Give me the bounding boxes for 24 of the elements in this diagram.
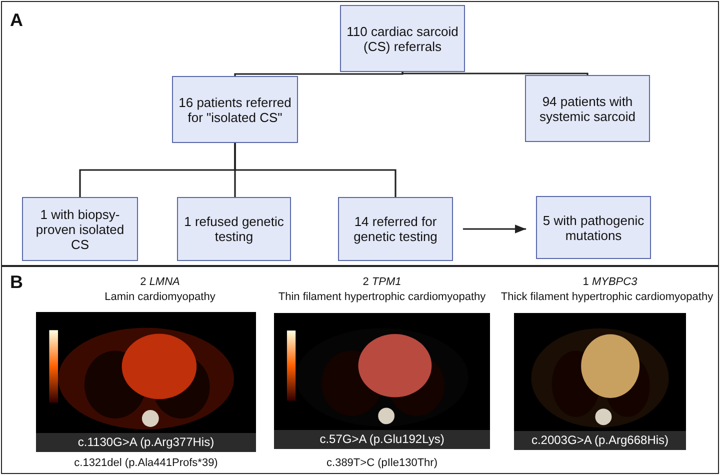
- connector-line: [234, 143, 396, 197]
- panel-heading: Thick filament hypertrophic cardiomyopathy: [500, 291, 714, 303]
- process-box: 14 referred for genetic testing: [338, 197, 453, 261]
- panel-heading: 2 TPM1: [362, 276, 402, 288]
- panel-heading: 2 LMNA: [139, 276, 181, 288]
- connector-line: [402, 72, 588, 76]
- process-box: 1 refused genetic testing: [177, 197, 291, 261]
- mutation-caption: c.1130G>A (p.Arg377His): [36, 433, 256, 452]
- process-box: 110 cardiac sarcoid (CS) referrals: [340, 5, 465, 72]
- process-box: 5 with pathogenic mutations: [536, 196, 651, 259]
- mutation-caption: c.57G>A (p.Glu192Lys): [274, 430, 490, 449]
- process-box: 16 patients referred for "isolated CS": [172, 76, 298, 143]
- panel-letter: A: [10, 10, 24, 31]
- process-box: 94 patients with systemic sarcoid: [525, 75, 650, 142]
- process-box: 1 with biopsy-proven isolated CS: [22, 197, 138, 261]
- mutation-label: c.1321del (p.Ala441Profs*39): [73, 457, 219, 469]
- panel-letter: B: [10, 272, 24, 293]
- connector-line: [234, 72, 404, 76]
- arrow: [462, 224, 526, 234]
- mutation-label: c.389T>C (pIle130Thr): [326, 457, 438, 469]
- mutation-caption: c.2003G>A (p.Arg668His): [514, 431, 686, 450]
- panel-heading: 1 MYBPC3: [582, 276, 638, 288]
- panel-heading: Thin filament hypertrophic cardiomyopathy: [277, 291, 487, 303]
- panel-heading: Lamin cardiomyopathy: [104, 291, 216, 303]
